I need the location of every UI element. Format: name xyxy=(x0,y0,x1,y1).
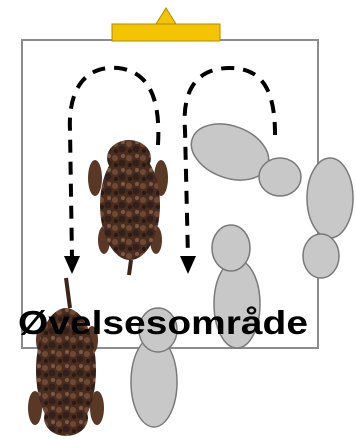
area-label: Øvelsesområde xyxy=(18,304,308,341)
dog-icon xyxy=(88,140,168,276)
arrow-heads xyxy=(64,256,196,274)
dog-icon xyxy=(28,277,104,436)
dashed-path-arrow xyxy=(67,65,277,259)
person-icon xyxy=(130,123,354,428)
flag-icon xyxy=(111,7,221,42)
